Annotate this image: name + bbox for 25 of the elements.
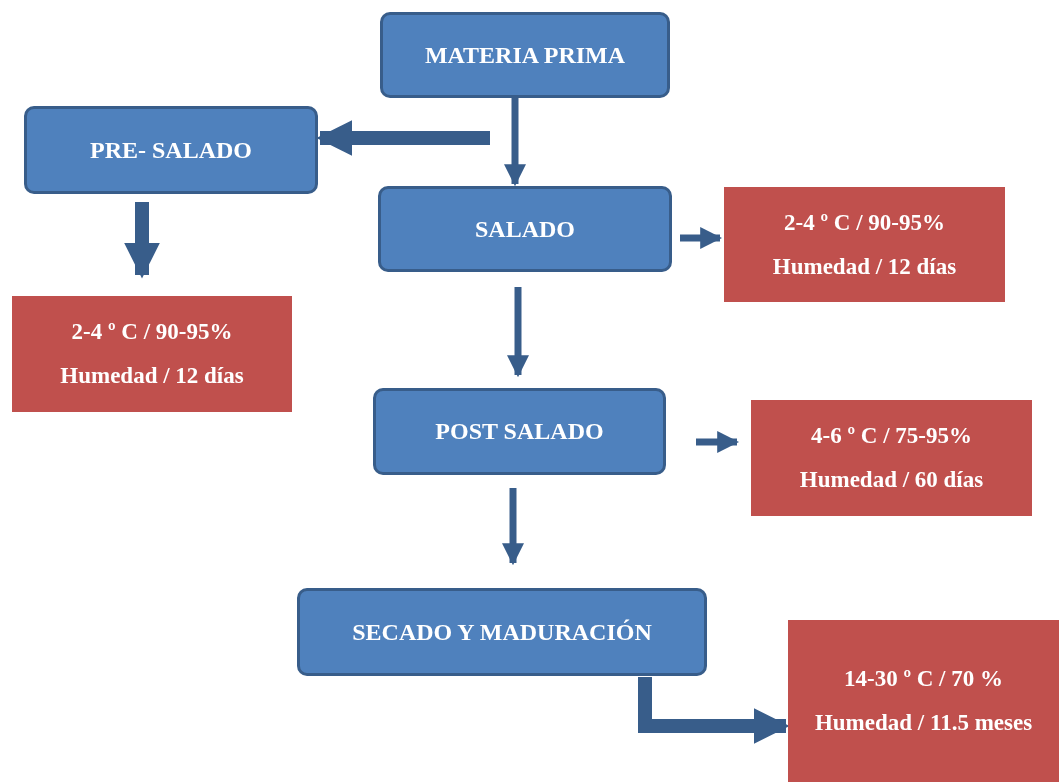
- box-label: 4-6 º C / 75-95%: [811, 422, 972, 451]
- process-box: [24, 106, 318, 194]
- process-box: [378, 186, 672, 272]
- condition-box: [751, 400, 1032, 516]
- process-box: [297, 588, 707, 676]
- condition-box: [12, 296, 292, 412]
- box-label: 14-30 º C / 70 %: [844, 665, 1003, 694]
- box-label: PRE- SALADO: [90, 136, 252, 164]
- arrow: [124, 202, 160, 279]
- box-label: SALADO: [475, 215, 575, 243]
- process-box: [380, 12, 670, 98]
- box-label: Humedad / 60 días: [799, 466, 984, 494]
- process-box: [373, 388, 666, 475]
- box-label: 2-4 º C / 90-95%: [71, 318, 233, 347]
- condition-box: [724, 187, 1005, 302]
- condition-box: [788, 620, 1059, 782]
- box-label: MATERIA PRIMA: [424, 41, 626, 69]
- box-label: POST SALADO: [435, 418, 604, 445]
- arrow: [316, 120, 490, 156]
- box-label: Humedad / 12 días: [772, 252, 957, 281]
- box-label: 2-4 º C / 90-95%: [784, 208, 945, 237]
- box-label: SECADO Y MADURACIÓN: [352, 618, 652, 646]
- box-label: Humedad / 12 días: [60, 362, 244, 390]
- box-label: Humedad / 11.5 meses: [814, 709, 1033, 737]
- arrow: [504, 98, 526, 187]
